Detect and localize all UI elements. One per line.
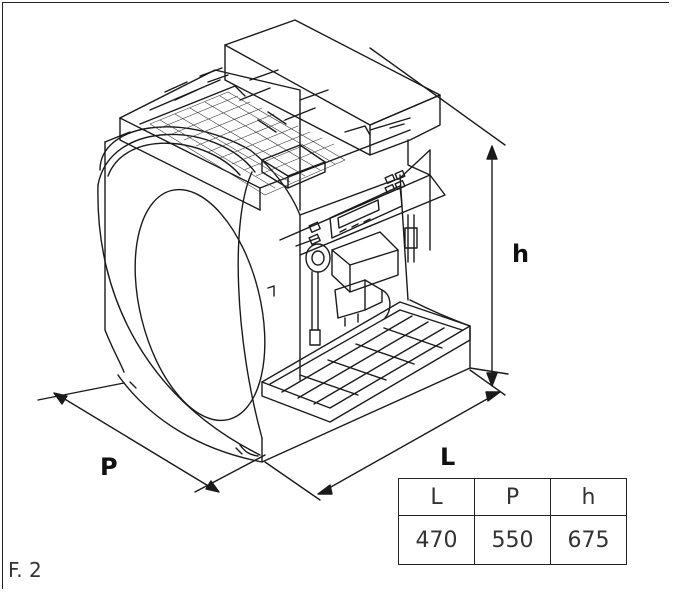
depth-label: P — [100, 453, 118, 481]
figure-label: F. 2 — [8, 558, 42, 582]
doser-lid — [261, 144, 326, 189]
coffee-dispenser — [331, 231, 399, 327]
value-cell-p: 550 — [474, 515, 551, 565]
height-label: h — [512, 240, 530, 268]
header-cell-l: L — [398, 478, 475, 516]
control-panel — [308, 169, 406, 245]
coffee-hopper — [224, 19, 441, 176]
table-value-row: 470 550 675 — [398, 515, 627, 565]
drip-tray — [261, 301, 471, 423]
value-cell-l: 470 — [398, 515, 475, 565]
header-cell-p: P — [474, 478, 551, 516]
side-panel — [97, 126, 301, 456]
machine-base — [117, 299, 471, 463]
value-cell-h: 675 — [550, 515, 627, 565]
header-cell-h: h — [550, 478, 627, 516]
dimension-depth — [37, 382, 266, 493]
width-label: L — [440, 443, 456, 471]
dimensions-table: L P h 470 550 675 — [398, 478, 627, 565]
grille — [149, 91, 346, 196]
steam-wand — [309, 271, 321, 346]
table-header-row: L P h — [398, 478, 627, 516]
hot-water-wand — [404, 214, 418, 263]
dimension-length — [264, 369, 506, 501]
top-cover — [119, 67, 411, 211]
